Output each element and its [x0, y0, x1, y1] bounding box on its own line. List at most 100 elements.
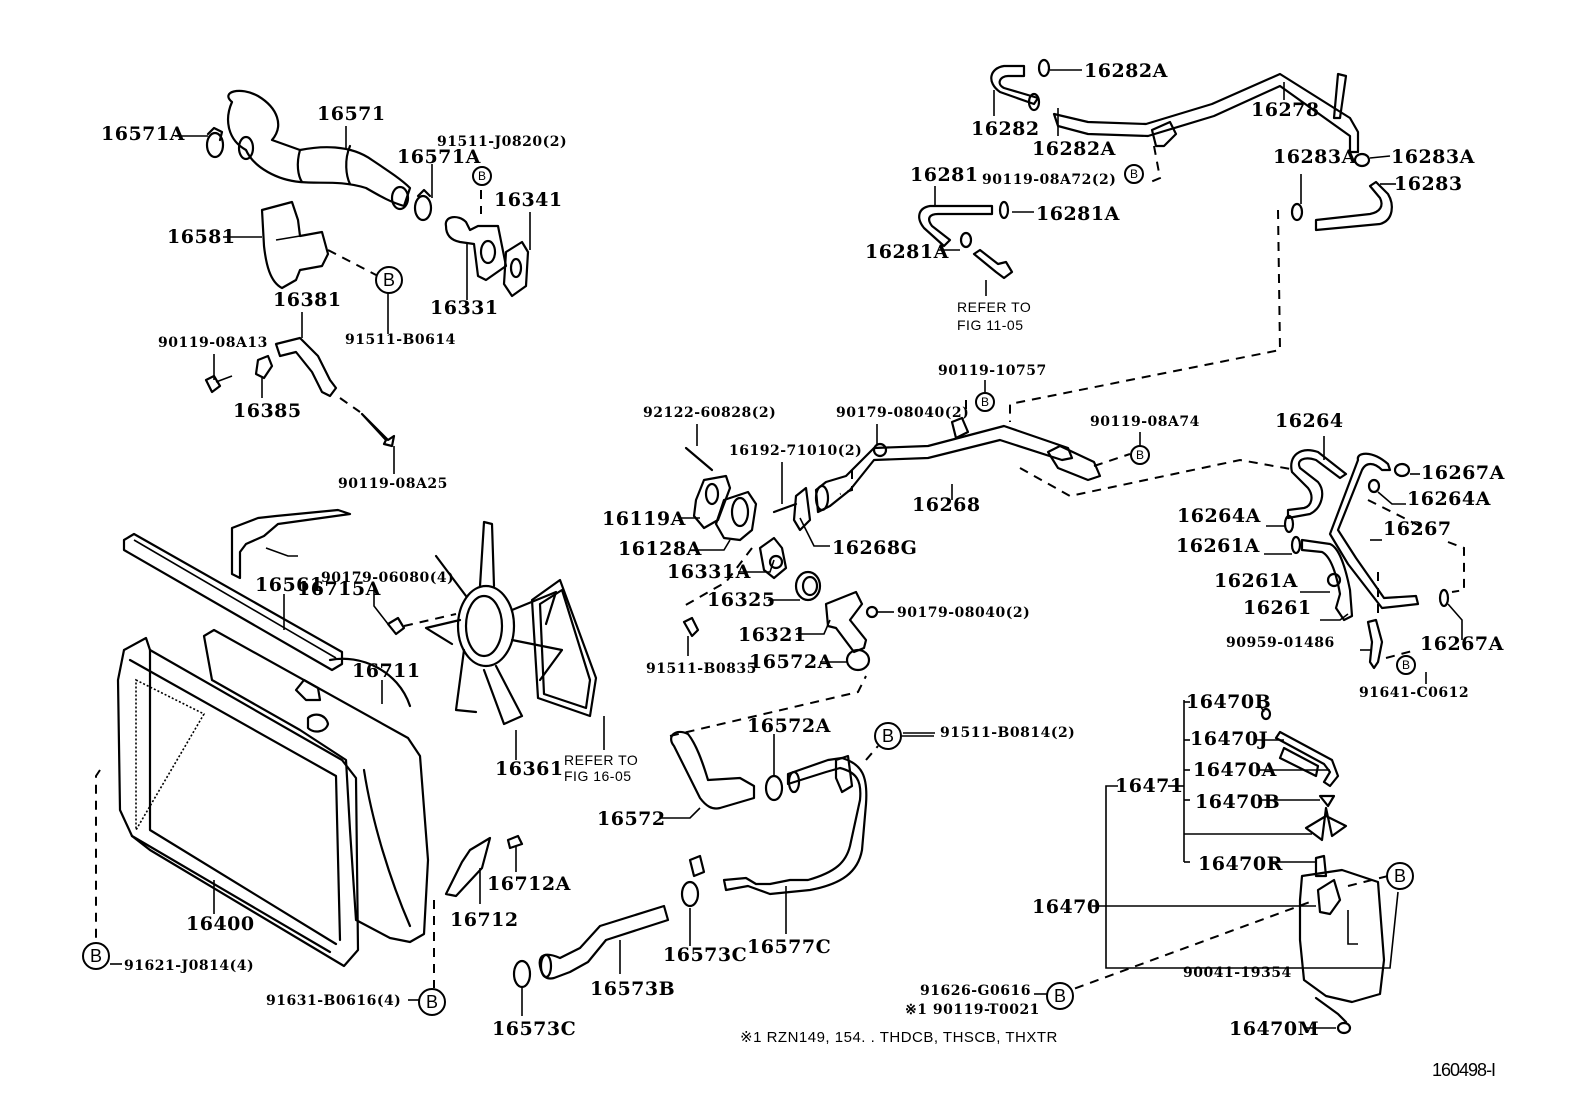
part-label[interactable]: 91626-G0616 — [920, 983, 1031, 999]
reservoir-cap-assembly[interactable] — [1304, 806, 1348, 842]
clamp-16281A-right[interactable] — [998, 200, 1010, 220]
part-label[interactable]: 16470M — [1229, 1018, 1320, 1040]
part-label[interactable]: 16400 — [186, 913, 255, 935]
clip-16712A[interactable] — [506, 834, 524, 850]
nut-90179-06080[interactable] — [386, 616, 406, 636]
clamp-16261A-lower[interactable] — [1326, 572, 1342, 588]
part-label[interactable]: 16561 — [255, 574, 324, 596]
bolt-90119-08A13[interactable] — [204, 374, 233, 394]
part-label[interactable]: 91511-J0820(2) — [437, 134, 568, 150]
part-label[interactable]: 91511-B0614 — [345, 332, 456, 348]
part-label[interactable]: 90179-08040(2) — [836, 405, 970, 421]
part-label[interactable]: 16470R — [1198, 853, 1283, 875]
part-label[interactable]: 16264 — [1275, 410, 1344, 432]
part-label[interactable]: 16381 — [273, 289, 342, 311]
water-outlet-16331[interactable] — [444, 216, 508, 282]
part-label[interactable]: 16712 — [450, 909, 519, 931]
drain-16470M[interactable] — [1336, 1021, 1352, 1035]
clamp-16572A-upper[interactable] — [845, 648, 871, 672]
part-label[interactable]: 90119-10757 — [938, 363, 1047, 379]
part-label[interactable]: 16268 — [912, 494, 981, 516]
clamp-16261A-top[interactable] — [1290, 535, 1302, 555]
bolt-90179-08040-side[interactable] — [865, 605, 879, 619]
bolt-90119-08A25[interactable] — [360, 412, 396, 448]
part-label[interactable]: 16573C — [492, 1018, 577, 1040]
part-label[interactable]: 16282 — [971, 118, 1040, 140]
clamp-16267A-bottom[interactable] — [1438, 588, 1450, 608]
part-label[interactable]: 16385 — [233, 400, 302, 422]
part-label[interactable]: 16268G — [832, 537, 918, 559]
part-label[interactable]: 91641-C0612 — [1359, 685, 1470, 701]
part-label[interactable]: 90119-08A25 — [338, 476, 448, 492]
reservoir-tank-16470[interactable] — [1298, 868, 1386, 1024]
part-label[interactable]: 16281A — [1036, 203, 1120, 225]
part-label[interactable]: 16325 — [707, 589, 776, 611]
part-label[interactable]: 16261 — [1243, 597, 1312, 619]
clamp-16264A-right[interactable] — [1367, 478, 1381, 494]
part-label[interactable]: 16119A — [602, 508, 686, 530]
part-label[interactable]: 16572 — [597, 808, 666, 830]
part-label[interactable]: 16331A — [667, 561, 751, 583]
reservoir-hose-16470A[interactable] — [1274, 730, 1340, 788]
part-label[interactable]: 16283 — [1394, 173, 1463, 195]
part-label[interactable]: 16283A — [1273, 146, 1357, 168]
clamp-16573C-upper[interactable] — [680, 880, 700, 908]
bolt-90179-08040-top[interactable] — [872, 442, 888, 458]
hose-16283[interactable] — [1314, 180, 1393, 232]
water-pipe-16278[interactable] — [1052, 72, 1360, 154]
part-label[interactable]: 90119-08A13 — [158, 335, 268, 351]
part-label[interactable]: 16267 — [1383, 518, 1452, 540]
part-label[interactable]: 16267A — [1420, 633, 1504, 655]
part-label[interactable]: ※1 90119-T0021 — [905, 1002, 1040, 1018]
part-label[interactable]: 16581 — [167, 226, 236, 248]
part-label[interactable]: 91621-J0814(4) — [124, 958, 255, 974]
part-label[interactable]: 91511-B0835 — [646, 661, 757, 677]
bracket-16577C-clip[interactable] — [688, 854, 706, 878]
hose-clamp-16571A-right[interactable] — [413, 188, 433, 222]
part-label[interactable]: 92122-60828(2) — [643, 405, 777, 421]
part-label[interactable]: 16715A — [297, 578, 381, 600]
part-label[interactable]: 90179-06080(4) — [321, 570, 455, 586]
clamp-16282A-top[interactable] — [1037, 58, 1051, 78]
reservoir-cap-16470R[interactable] — [1314, 854, 1328, 878]
part-label[interactable]: 91631-B0616(4) — [266, 993, 402, 1009]
bracket-16581[interactable] — [260, 200, 330, 290]
part-label[interactable]: 16712A — [487, 873, 571, 895]
gasket-16325[interactable] — [794, 570, 822, 602]
part-label[interactable]: 16572A — [749, 651, 833, 673]
part-label[interactable]: 16711 — [352, 660, 421, 682]
part-label[interactable]: 90119-08A74 — [1090, 414, 1200, 430]
refer-note-fig-16-05-line2[interactable]: FIG 16-05 — [564, 768, 632, 784]
stud-16192-71010[interactable] — [772, 502, 798, 514]
part-label[interactable]: 16471 — [1115, 775, 1184, 797]
water-inlet-16128A[interactable] — [714, 490, 758, 542]
part-label[interactable]: 16264A — [1407, 488, 1491, 510]
clamp-16470B-top[interactable] — [1260, 707, 1272, 721]
fan-belt-refer-fig-16-05[interactable] — [530, 578, 598, 718]
hose-16577C[interactable] — [722, 754, 868, 896]
hose-16282[interactable] — [990, 64, 1040, 106]
clamp-16572A-lower[interactable] — [764, 774, 784, 802]
part-label[interactable]: 16261A — [1214, 570, 1298, 592]
clamp-16282A-bottom[interactable] — [1027, 92, 1041, 112]
part-label[interactable]: 16571 — [317, 103, 386, 125]
clamp-16573C-lower[interactable] — [512, 959, 532, 989]
part-label[interactable]: 16192-71010(2) — [729, 443, 863, 459]
part-label[interactable]: 16267A — [1421, 462, 1505, 484]
fitting-refer-fig-11-05[interactable] — [972, 248, 1014, 280]
cooling-fan-16361[interactable] — [424, 520, 564, 726]
part-label[interactable]: 16470J — [1190, 728, 1269, 750]
gasket-16268G[interactable] — [792, 486, 812, 532]
radiator-16400[interactable] — [116, 636, 360, 968]
part-label[interactable]: 16470A — [1193, 759, 1277, 781]
clamp-16264A-left[interactable] — [1283, 514, 1295, 534]
bracket-16712[interactable] — [444, 836, 492, 898]
hose-clamp-16571A-left[interactable] — [205, 126, 225, 159]
water-inlet-16321[interactable] — [824, 590, 868, 654]
hose-16281[interactable] — [918, 204, 994, 248]
bracket-16715A[interactable] — [230, 508, 352, 580]
hose-16261[interactable] — [1300, 538, 1354, 622]
part-label[interactable]: 16128A — [618, 538, 702, 560]
part-label[interactable]: 16321 — [738, 624, 807, 646]
clamp-16281A-left[interactable] — [959, 231, 973, 249]
